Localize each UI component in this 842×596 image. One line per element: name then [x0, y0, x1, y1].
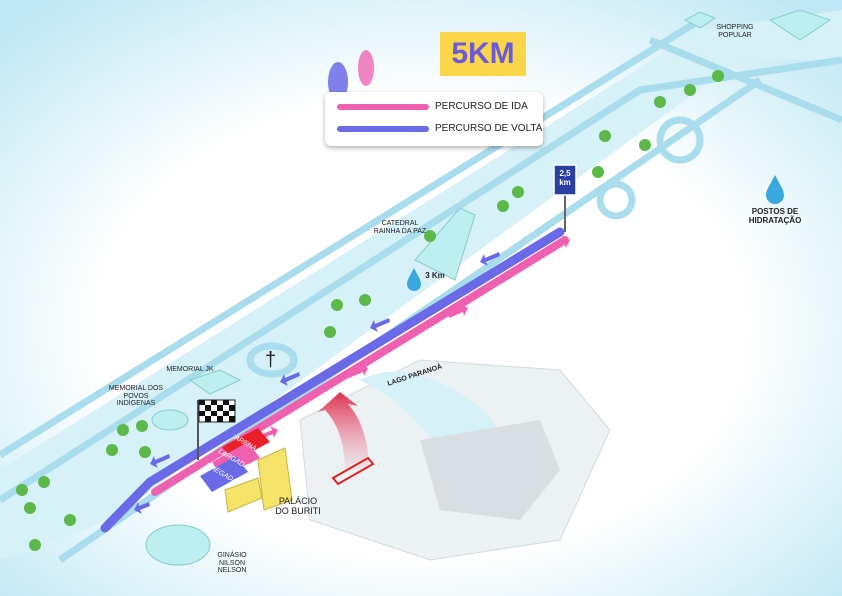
label-shopping: SHOPPING POPULAR	[716, 24, 754, 39]
label-memorial-indigenas: MEMORIAL DOS POVOS INDÍGENAS	[108, 385, 164, 408]
palacio-buriti-building	[224, 447, 293, 513]
outbound-route-line	[151, 236, 569, 496]
shopping-building	[683, 9, 832, 41]
legend-swatch	[337, 125, 429, 132]
label-km-sign: 2,5 km	[559, 169, 571, 187]
label-hydration: POSTOS DE HIDRATAÇÃO	[748, 207, 802, 225]
return-route-line	[100, 227, 565, 533]
legend-label: PERCURSO DE VOLTA	[435, 123, 543, 134]
catedral-building	[414, 207, 476, 281]
route	[100, 227, 569, 533]
city-map	[299, 359, 611, 561]
finish-flag-icon	[197, 399, 236, 460]
return-arrows	[134, 252, 500, 514]
distance-title: 5KM	[440, 32, 526, 76]
location-box	[331, 456, 375, 486]
km-sign	[553, 164, 577, 232]
trees	[16, 70, 724, 551]
legend-label: PERCURSO DE IDA	[435, 101, 528, 112]
legend-item-ida: PERCURSO DE IDA	[337, 101, 528, 112]
label-catedral: CATEDRAL RAINHA DA PAZ	[373, 220, 427, 235]
label-ginasio: GINÁSIO NILSON NELSON	[217, 552, 247, 575]
chegada-block	[200, 456, 248, 492]
legend-swatch	[337, 103, 429, 110]
label-palacio: PALÁCIO DO BURITI	[275, 496, 321, 516]
memorial-indigenas-building	[151, 409, 189, 431]
legend-item-volta: PERCURSO DE VOLTA	[337, 123, 542, 134]
ginasio-building	[145, 524, 211, 566]
water-drop-icon	[766, 175, 784, 204]
distance-title-text: 5KM	[451, 37, 515, 70]
label-memorial-jk: MEMORIAL JK	[166, 366, 214, 373]
label-water-km: 3 Km	[425, 271, 445, 280]
legend: PERCURSO DE IDA PERCURSO DE VOLTA	[325, 92, 543, 146]
location-arrow	[318, 392, 369, 470]
water-drop-icon	[407, 268, 421, 291]
memorial-jk-building	[188, 369, 242, 395]
cross-icon: †	[265, 349, 276, 371]
